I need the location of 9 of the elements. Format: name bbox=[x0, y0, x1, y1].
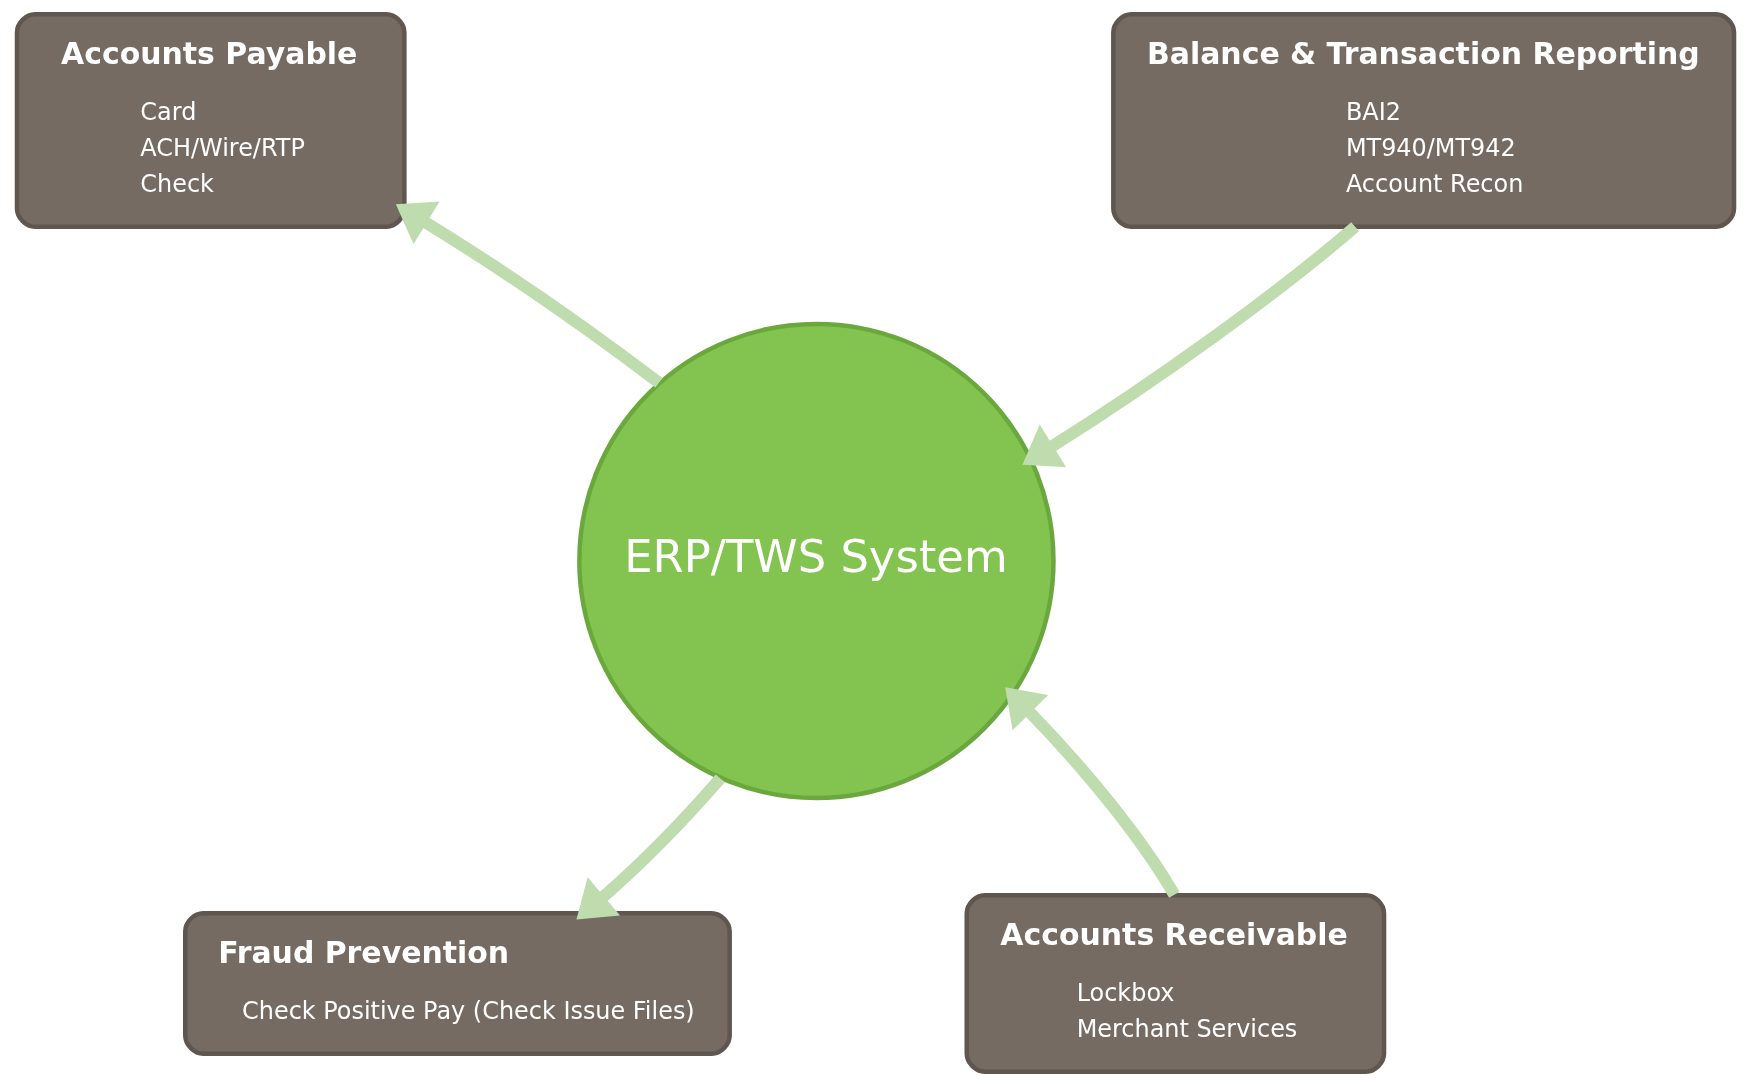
node-box: Accounts Receivable Lockbox Merchant Services bbox=[964, 893, 1386, 1074]
node-box: Balance & Transaction Reporting BAI2 MT940/MT942 Account Recon bbox=[1110, 12, 1736, 229]
arrow bbox=[1004, 687, 1179, 898]
arrow bbox=[575, 774, 725, 920]
node-box: Fraud Prevention Check Positive Pay (Check Issue Files) bbox=[182, 910, 732, 1056]
node-box: Accounts Payable Card ACH/Wire/RTP Check bbox=[14, 12, 407, 229]
arrow bbox=[1021, 222, 1359, 468]
arrow bbox=[395, 201, 663, 388]
node-circle: ERP/TWS System bbox=[576, 321, 1056, 801]
